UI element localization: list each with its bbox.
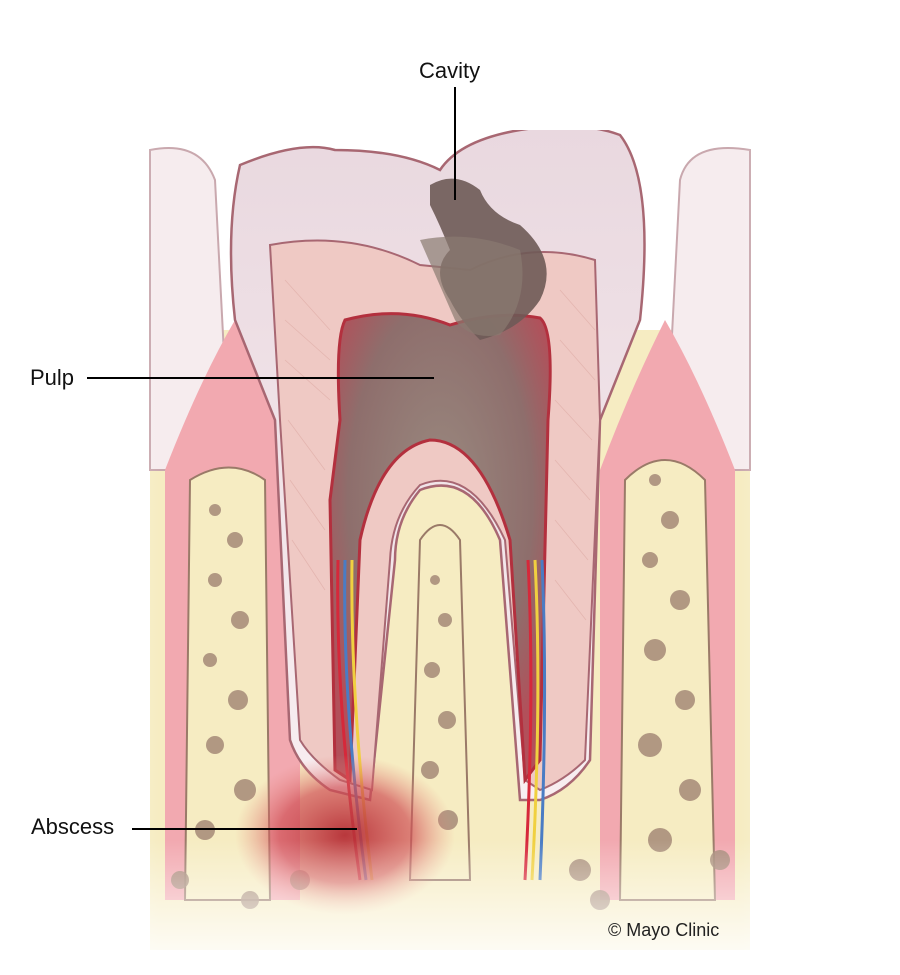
pulp-chamber	[328, 312, 552, 785]
cavity-label: Cavity	[419, 58, 481, 83]
blood-vessels-nerves	[336, 559, 547, 881]
abscess-leader-line	[132, 828, 357, 830]
pulp-label: Pulp	[30, 365, 75, 390]
abscess-label: Abscess	[31, 814, 115, 839]
pulp-leader-line	[87, 377, 434, 379]
copyright-credit: © Mayo Clinic	[608, 920, 720, 940]
cavity-leader-line	[454, 87, 456, 200]
